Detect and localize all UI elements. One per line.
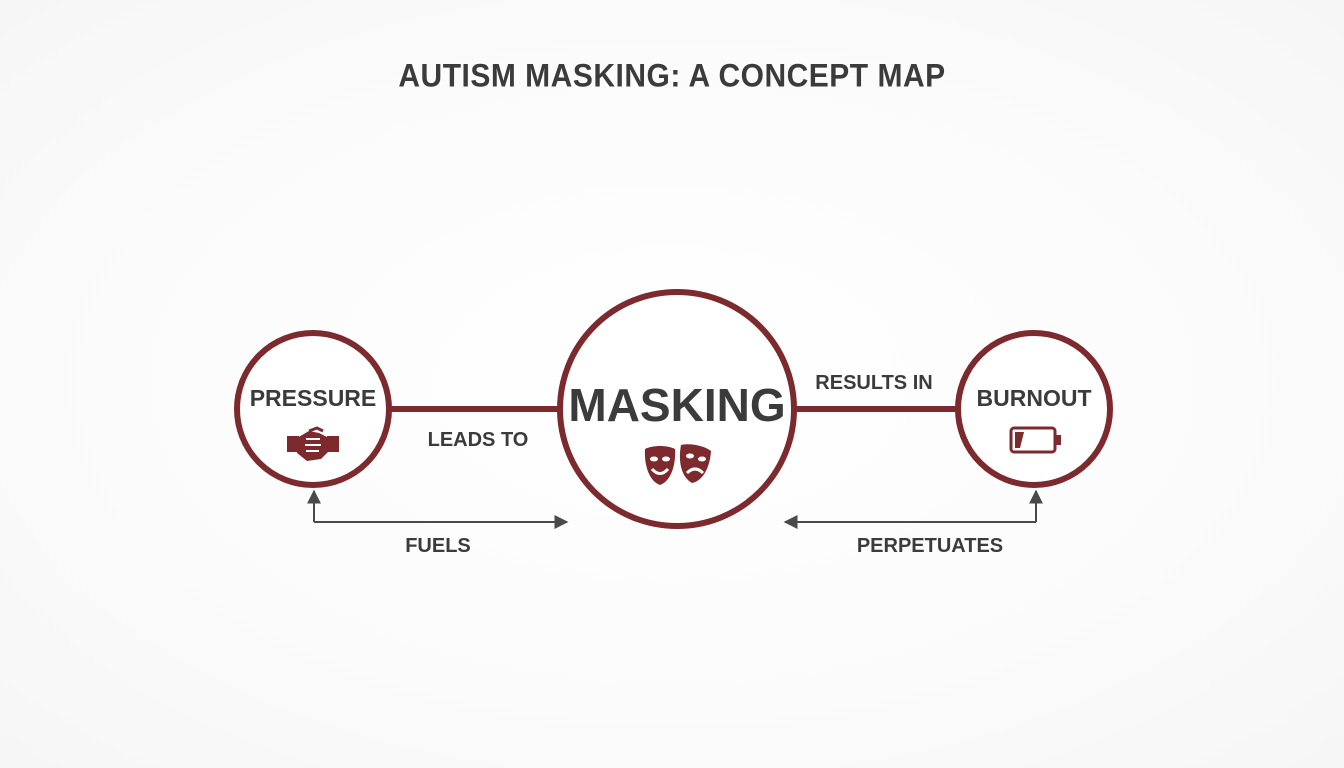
- low-battery-icon: [1009, 426, 1061, 454]
- edge-label-leads-to: LEADS TO: [428, 429, 529, 451]
- node-pressure: PRESSURE: [234, 330, 392, 488]
- edge-label-results-in: RESULTS IN: [815, 372, 932, 394]
- diagram-title: AUTISM MASKING: A CONCEPT MAP: [398, 58, 946, 95]
- node-burnout: BURNOUT: [955, 330, 1113, 488]
- edge-label-fuels: FUELS: [405, 535, 471, 557]
- node-pressure-label: PRESSURE: [250, 385, 377, 411]
- node-burnout-label: BURNOUT: [977, 385, 1092, 411]
- node-masking-label: MASKING: [568, 379, 785, 431]
- edge-label-perpetuates: PERPETUATES: [857, 535, 1003, 557]
- edge-fuels-arrow: [313, 492, 566, 523]
- theater-masks-icon: [644, 444, 711, 485]
- handshake-icon: [287, 426, 339, 461]
- node-masking: MASKING: [557, 289, 797, 529]
